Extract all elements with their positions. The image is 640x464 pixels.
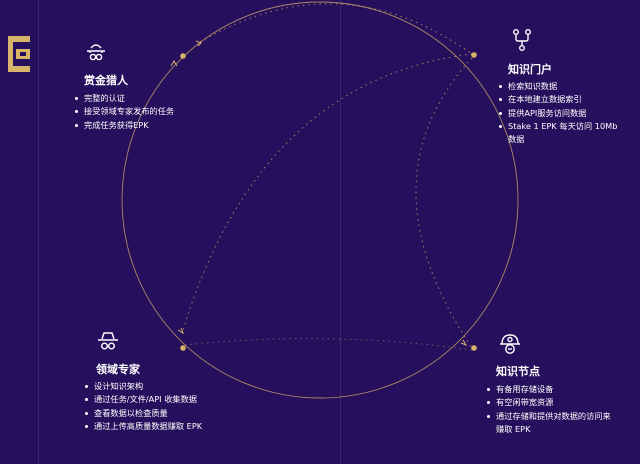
arrowhead-bottom-left bbox=[177, 327, 185, 335]
node-dot-top-right bbox=[471, 52, 477, 58]
list-item: 有备用存储设备 bbox=[487, 383, 618, 396]
list-item: 检索知识数据 bbox=[499, 80, 618, 93]
dotted-arc-left bbox=[182, 53, 473, 331]
list-item: 通过存储和提供对数据的访问来赚取 EPK bbox=[487, 410, 618, 437]
list-item: 通过上传高质量数据赚取 EPK bbox=[85, 420, 222, 433]
node-dot-bottom-right bbox=[471, 345, 477, 351]
role-title-knowledge-gateway: 知识门户 bbox=[508, 63, 552, 76]
arrowhead-left bbox=[170, 60, 178, 67]
list-item: 提供API服务访问数据 bbox=[499, 107, 618, 120]
arrowhead-top bbox=[195, 40, 202, 47]
role-bullets-domain-expert: 设计知识架构 通过任务/文件/API 收集数据 查看数据以检查质量 通过上传高质… bbox=[82, 380, 222, 433]
arrowhead-bottom-right bbox=[460, 339, 468, 347]
hunter-hat-icon bbox=[87, 44, 105, 61]
role-bullets-bounty-hunter: 完整的认证 接受领域专家发布的任务 完成任务获得EPK bbox=[72, 92, 234, 132]
left-guide-line bbox=[38, 0, 39, 464]
epk-logo-icon bbox=[8, 36, 30, 72]
dotted-arc-top bbox=[199, 3, 473, 55]
role-bullets-knowledge-gateway: 检索知识数据 在本地建立数据索引 提供API服务访问数据 Stake 1 EPK… bbox=[496, 80, 618, 146]
list-item: 接受领域专家发布的任务 bbox=[75, 105, 234, 118]
node-dot-bottom-left bbox=[180, 345, 186, 351]
role-title-bounty-hunter: 赏金猎人 bbox=[84, 74, 128, 87]
list-item: 设计知识架构 bbox=[85, 380, 222, 393]
list-item: 在本地建立数据索引 bbox=[499, 93, 618, 106]
list-item: Stake 1 EPK 每天访问 10Mb 数据 bbox=[499, 120, 618, 147]
node-dot-top-left bbox=[180, 53, 186, 59]
list-item: 完成任务获得EPK bbox=[75, 119, 234, 132]
miner-helmet-icon bbox=[500, 334, 520, 354]
list-item: 完整的认证 bbox=[75, 92, 234, 105]
role-title-knowledge-node: 知识节点 bbox=[496, 365, 540, 378]
network-nodes-icon bbox=[513, 29, 531, 52]
dotted-line-lower bbox=[184, 338, 473, 351]
role-bullets-knowledge-node: 有备用存储设备 有空闲带宽资源 通过存储和提供对数据的访问来赚取 EPK bbox=[484, 383, 618, 436]
main-cycle-circle bbox=[121, 1, 519, 399]
detective-icon bbox=[98, 332, 118, 350]
role-title-domain-expert: 领域专家 bbox=[96, 363, 140, 376]
list-item: 查看数据以检查质量 bbox=[85, 407, 222, 420]
list-item: 通过任务/文件/API 收集数据 bbox=[85, 393, 222, 406]
list-item: 有空闲带宽资源 bbox=[487, 396, 618, 409]
dotted-arc-right bbox=[415, 57, 473, 349]
center-guide-line bbox=[340, 0, 341, 464]
